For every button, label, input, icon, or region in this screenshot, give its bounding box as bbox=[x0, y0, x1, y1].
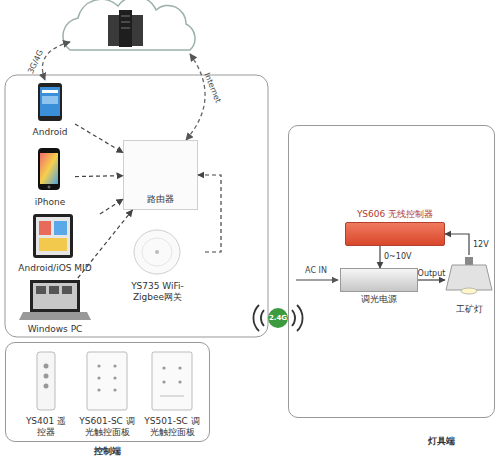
cloud-shape bbox=[63, 0, 195, 50]
node-label: YS735 WiFi-Zigbee网关 bbox=[118, 281, 197, 303]
mobile-link bbox=[42, 42, 70, 80]
panel-node: YS601-SC 调光触控面板 bbox=[72, 350, 142, 438]
node-label: 灯具端 bbox=[409, 436, 474, 447]
laptop-icon bbox=[19, 280, 91, 320]
node-label: 路由器 bbox=[124, 194, 197, 205]
wireless-badge: 2.4G bbox=[268, 308, 288, 328]
power-supply-box: 调光电源 bbox=[340, 268, 418, 292]
connector bbox=[78, 210, 133, 278]
control-group: 控制端YS401 遥控器YS601-SC 调光触控面板YS501-SC 调光触控… bbox=[5, 342, 210, 442]
connector bbox=[418, 279, 445, 280]
lamp-icon bbox=[446, 257, 492, 294]
gateway-node: YS735 WiFi-Zigbee网关 bbox=[110, 228, 205, 303]
server-icon bbox=[108, 10, 143, 47]
controller-box: YS606 无线控制器 bbox=[345, 222, 445, 246]
edge-label: Output bbox=[418, 269, 446, 279]
lamp-node: 工矿灯 bbox=[445, 255, 493, 315]
touch-panel-icon bbox=[87, 352, 127, 410]
node-label: YS401 遥控器 bbox=[24, 416, 68, 438]
iphone-icon bbox=[38, 148, 60, 190]
router-box: 路由器 bbox=[123, 140, 198, 210]
connector bbox=[75, 124, 123, 153]
connector bbox=[379, 246, 380, 268]
remote-icon bbox=[37, 352, 55, 410]
tablet-icon bbox=[33, 214, 73, 258]
device-node: Windows PC bbox=[10, 278, 100, 335]
connector bbox=[75, 175, 123, 177]
connector bbox=[100, 199, 123, 214]
connector bbox=[445, 234, 469, 255]
ac-input-wire bbox=[296, 279, 338, 280]
node-label: YS501-SC 调光触控面板 bbox=[141, 416, 203, 438]
connector bbox=[198, 175, 221, 252]
gateway-icon bbox=[134, 230, 180, 274]
internet-link bbox=[186, 54, 205, 140]
annotation-label: AC IN bbox=[305, 266, 327, 276]
node-label: YS601-SC 调光触控面板 bbox=[76, 416, 138, 438]
edge-label: 0~10V bbox=[384, 252, 411, 262]
touch-panel-icon bbox=[152, 352, 192, 410]
android-phone-icon bbox=[38, 83, 62, 121]
node-label: YS606 无线控制器 bbox=[326, 209, 464, 220]
annotation-label: 3G/4G bbox=[26, 48, 46, 75]
device-node: Android bbox=[25, 80, 75, 138]
device-node: Android/iOS MID bbox=[10, 212, 100, 274]
edge-label: 12V bbox=[473, 240, 489, 250]
device-node: iPhone bbox=[25, 146, 75, 208]
annotation-label: Internet bbox=[201, 71, 222, 104]
panel-node: YS501-SC 调光触控面板 bbox=[137, 350, 207, 438]
node-label: Android/iOS MID bbox=[0, 263, 110, 274]
remote-node: YS401 遥控器 bbox=[21, 350, 71, 438]
wireless-waves bbox=[253, 305, 302, 331]
node-label: iPhone bbox=[15, 197, 85, 208]
device-frame bbox=[5, 75, 268, 337]
node-label: Android bbox=[15, 127, 85, 138]
node-label: 控制端 bbox=[6, 446, 209, 457]
lamp-group: 灯具端YS606 无线控制器调光电源工矿灯 bbox=[288, 125, 495, 418]
node-label: 工矿灯 bbox=[439, 304, 499, 315]
node-label: 调光电源 bbox=[331, 294, 427, 305]
node-label: Windows PC bbox=[0, 324, 110, 335]
